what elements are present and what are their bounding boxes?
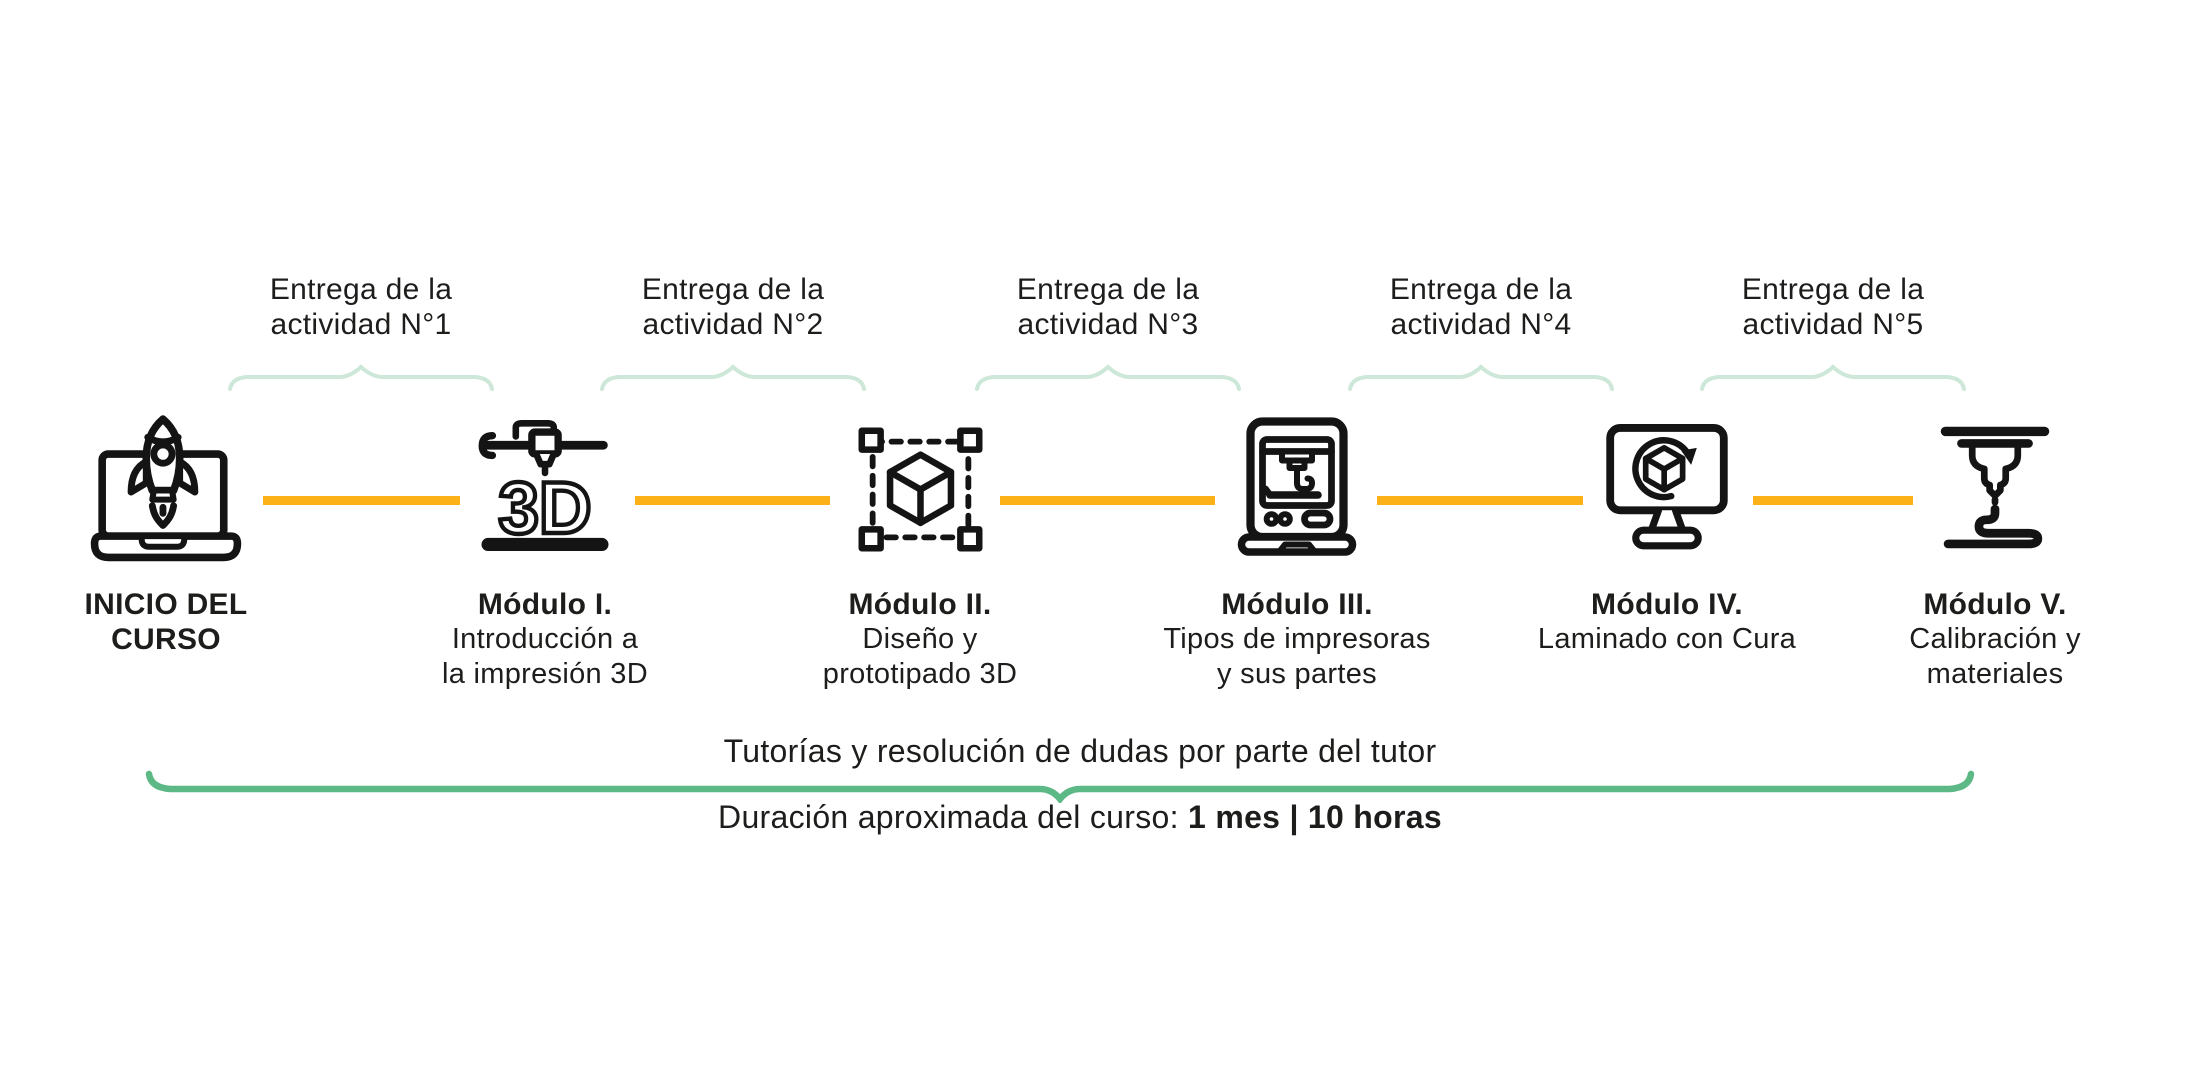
connector-line-3: [1000, 496, 1215, 505]
stage-desc-line: y sus partes: [1217, 658, 1377, 690]
duration-note: Duración aproximada del curso: 1 mes | 1…: [80, 799, 2080, 836]
stage-caption: Módulo II. Diseño y prototipado 3D: [735, 587, 1105, 692]
duration-label: Duración aproximada del curso:: [718, 799, 1189, 835]
activity-label-line: Entrega de la: [1741, 273, 1925, 306]
stage-caption: Módulo III. Tipos de impresoras y sus pa…: [1112, 587, 1482, 692]
stage-desc-line: materiales: [1926, 658, 2064, 690]
stage-desc-line: prototipado 3D: [822, 658, 1018, 690]
stage-inicio: INICIO DEL CURSO: [0, 405, 351, 657]
activity-label-line: actividad N°2: [642, 308, 824, 341]
activity-label-5: Entrega de la actividad N°5: [1668, 272, 1998, 342]
monitor-slicer-icon: [1482, 405, 1852, 573]
stage-title: Módulo III.: [1221, 588, 1373, 621]
activity-label-4: Entrega de la actividad N°4: [1316, 272, 1646, 342]
stage-desc-line: Introducción a: [451, 623, 639, 655]
stage-desc-line: la impresión 3D: [442, 658, 648, 690]
activity-label-3: Entrega de la actividad N°3: [943, 272, 1273, 342]
laptop-rocket-icon: [0, 405, 351, 573]
duration-value: 1 mes | 10 horas: [1188, 799, 1442, 835]
icon-3d-text: 3D: [498, 468, 591, 549]
activity-label-1: Entrega de la actividad N°1: [196, 272, 526, 342]
curly-brace-icon: [1700, 364, 1966, 391]
activity-label-line: Entrega de la: [269, 273, 453, 306]
stage-desc-line: Laminado con Cura: [1537, 623, 1797, 655]
activity-label-line: Entrega de la: [641, 273, 825, 306]
connector-line-2: [635, 496, 830, 505]
activity-label-line: actividad N°1: [270, 308, 452, 341]
stage-title: Módulo IV.: [1591, 588, 1743, 621]
connector-line-5: [1753, 496, 1913, 505]
activity-label-line: actividad N°4: [1390, 308, 1572, 341]
stage-title: Módulo II.: [848, 588, 992, 621]
curly-brace-icon: [228, 364, 494, 391]
nozzle-filament-icon: [1810, 405, 2180, 573]
activity-label-line: Entrega de la: [1016, 273, 1200, 306]
stage-title: INICIO DEL: [84, 588, 248, 621]
printer-3d-text-icon: 3D: [360, 405, 730, 573]
stage-modulo-5: Módulo V. Calibración y materiales: [1810, 405, 2180, 692]
stage-modulo-3: Módulo III. Tipos de impresoras y sus pa…: [1112, 405, 1482, 692]
curly-bracket-icon: [145, 770, 1975, 803]
connector-line-1: [263, 496, 460, 505]
stage-caption: Módulo IV. Laminado con Cura: [1482, 587, 1852, 657]
connector-line-4: [1377, 496, 1583, 505]
stage-caption: Módulo V. Calibración y materiales: [1810, 587, 2180, 692]
stage-modulo-1: 3D Módulo I. Introducción a la impresión…: [360, 405, 730, 692]
stage-modulo-2: Módulo II. Diseño y prototipado 3D: [735, 405, 1105, 692]
printer-3d-icon: [1112, 405, 1482, 573]
stage-caption: INICIO DEL CURSO: [0, 587, 351, 657]
cube-selection-icon: [735, 405, 1105, 573]
tutoring-note: Tutorías y resolución de dudas por parte…: [723, 733, 1437, 769]
curly-brace-icon: [975, 364, 1241, 391]
activity-label-2: Entrega de la actividad N°2: [568, 272, 898, 342]
activity-label-line: actividad N°5: [1742, 308, 1924, 341]
activity-label-line: Entrega de la: [1389, 273, 1573, 306]
stage-title: Módulo I.: [477, 588, 613, 621]
stage-desc-line: Diseño y: [862, 623, 978, 655]
stage-caption: Módulo I. Introducción a la impresión 3D: [360, 587, 730, 692]
stage-title: CURSO: [111, 623, 221, 656]
stage-modulo-4: Módulo IV. Laminado con Cura: [1482, 405, 1852, 657]
curly-brace-icon: [600, 364, 866, 391]
activity-label-line: actividad N°3: [1017, 308, 1199, 341]
stage-desc-line: Tipos de impresoras: [1163, 623, 1431, 655]
stage-title: Módulo V.: [1923, 588, 2067, 621]
curly-brace-icon: [1348, 364, 1614, 391]
stage-desc-line: Calibración y: [1909, 623, 2081, 655]
